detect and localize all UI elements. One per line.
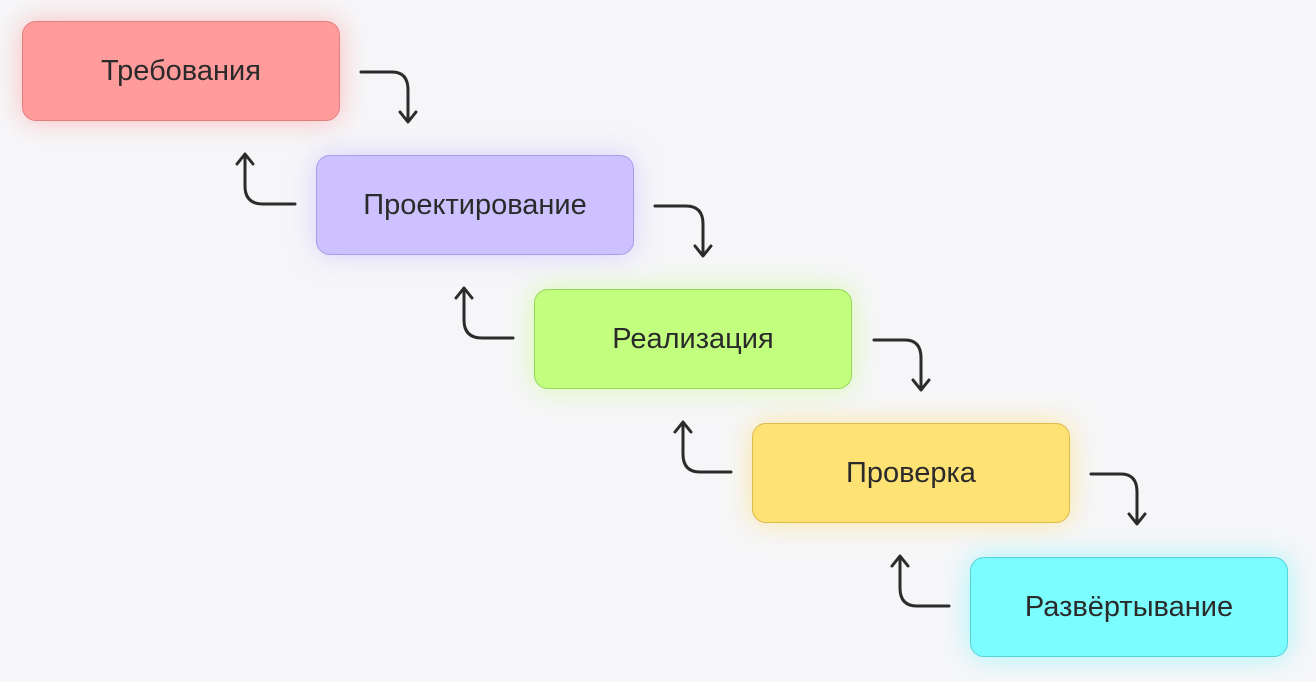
stage-implementation: Реализация (534, 289, 852, 389)
arrow-forward-4 (1089, 472, 1147, 526)
stage-label: Требования (101, 54, 261, 87)
stage-label: Развёртывание (1024, 590, 1234, 623)
arrow-forward-2 (653, 204, 713, 258)
arrow-forward-3 (872, 338, 931, 392)
stage-requirements: Требования (22, 21, 340, 121)
stage-verification: Проверка (752, 423, 1070, 523)
arrow-forward-1 (359, 70, 418, 124)
arrow-back-3 (673, 420, 733, 474)
arrow-back-2 (454, 286, 515, 340)
stage-label: Проектирование (363, 188, 587, 221)
stage-deployment: Развёртывание (970, 557, 1288, 657)
stage-label: Проверка (846, 456, 976, 489)
stage-design: Проектирование (316, 155, 634, 255)
arrow-back-4 (890, 554, 951, 608)
arrow-back-1 (235, 152, 297, 206)
stage-label: Реализация (612, 322, 774, 355)
